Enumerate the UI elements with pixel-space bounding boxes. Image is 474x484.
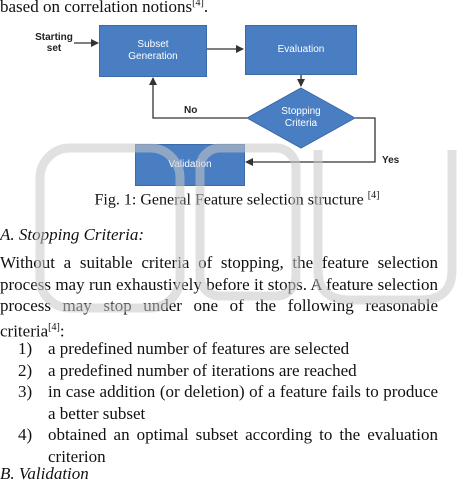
flowchart-connectors: [74, 39, 376, 166]
top-period: .: [203, 0, 209, 16]
stopping-criteria-line2: Criteria: [284, 118, 318, 129]
list-item: 1) a predefined number of features are se…: [0, 338, 438, 360]
evaluation-label: Evaluation: [277, 44, 325, 55]
paragraph-text: Without a suitable criteria of stopping,…: [0, 253, 438, 341]
no-label: No: [184, 105, 198, 116]
list-item: 3) in case addition (or deletion) of a fe…: [0, 381, 438, 424]
caption-text: Fig. 1: General Feature selection struct…: [94, 191, 368, 209]
arrow-no-loop: [149, 77, 247, 119]
stopping-criteria-diamond: [245, 87, 357, 149]
starting-set-label-line2: set: [46, 43, 62, 54]
list-item-text: in case addition (or deletion) of a feat…: [48, 382, 438, 423]
validation-label: Validation: [168, 159, 212, 170]
subset-generation-line2: Generation: [128, 51, 178, 62]
subset-generation-line1: Subset: [137, 39, 169, 50]
figure-caption: Fig. 1: General Feature selection struct…: [0, 190, 474, 209]
list-item-number: 1): [18, 339, 33, 358]
validation-box: Validation: [135, 144, 245, 186]
subset-generation-box: Subset Generation: [99, 25, 207, 77]
caption-ref: [4]: [367, 190, 380, 201]
list-item-number: 3): [18, 382, 33, 401]
paragraph-ref: [4]: [48, 321, 60, 333]
list-item-text: a predefined number of iterations are re…: [48, 360, 357, 380]
list-item-number: 2): [18, 360, 33, 380]
criteria-list: 1) a predefined number of features are se…: [0, 338, 438, 467]
starting-set-label: Starting set: [34, 32, 74, 54]
list-item-text: obtained an optimal subset according to …: [48, 425, 438, 466]
stopping-criteria-line1: Stopping: [281, 106, 321, 117]
evaluation-box: Evaluation: [245, 25, 357, 75]
body-paragraph: Without a suitable criteria of stopping,…: [0, 252, 438, 342]
list-item: 4) obtained an optimal subset according t…: [0, 424, 438, 467]
next-section-heading: B. Validation: [0, 464, 89, 483]
paragraph-end: :: [59, 321, 65, 341]
section-heading: A. Stopping Criteria:: [0, 225, 145, 244]
arrow-yes-path: [245, 117, 376, 166]
stopping-criteria-text: Stopping Criteria: [266, 104, 336, 132]
yes-label: Yes: [382, 155, 400, 166]
top-text-line: based on correlation notions[4].: [0, 0, 208, 17]
starting-set-label-line1: Starting: [35, 32, 73, 43]
list-item-text: a predefined number of features are sele…: [48, 339, 350, 358]
flowchart: Starting set Subset Generation Evaluatio…: [0, 22, 474, 200]
list-item-number: 4): [18, 425, 33, 444]
top-text: based on correlation notions: [0, 0, 193, 16]
top-ref: [4]: [192, 0, 204, 9]
list-item: 2) a predefined number of iterations are …: [0, 360, 438, 382]
